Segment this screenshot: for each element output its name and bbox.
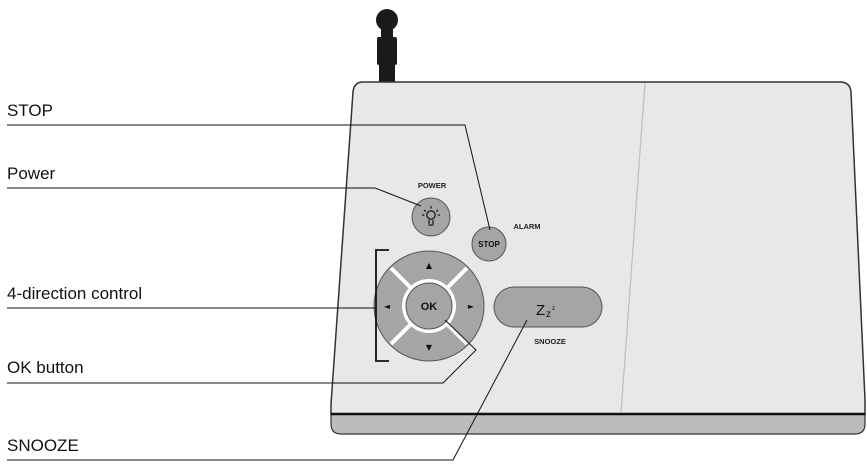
- svg-text:Z: Z: [536, 302, 545, 319]
- arrow-left-icon: ◄: [384, 302, 391, 311]
- snooze-symbol: Z z z: [536, 302, 555, 320]
- arrow-down-icon: ▼: [426, 343, 433, 352]
- svg-text:z: z: [552, 306, 555, 312]
- antenna: [376, 9, 398, 82]
- arrow-up-icon: ▲: [426, 261, 433, 270]
- power-button[interactable]: [411, 197, 451, 237]
- ok-button-label: OK: [421, 301, 438, 313]
- callout-snooze: SNOOZE: [7, 436, 79, 455]
- direction-pad: OK ▲ ▼ ◄ ►: [373, 250, 485, 362]
- snooze-button[interactable]: [493, 286, 603, 328]
- snooze-label: SNOOZE: [534, 337, 566, 346]
- leader-ok: [7, 319, 477, 384]
- alarm-label: ALARM: [513, 222, 540, 231]
- power-bulb-icon: [422, 206, 440, 226]
- leader-snooze: [7, 319, 528, 461]
- leader-stop: [7, 124, 491, 231]
- ok-button[interactable]: [405, 282, 453, 330]
- callout-ok-button: OK button: [7, 358, 84, 377]
- device-body: [330, 81, 866, 415]
- arrow-right-icon: ►: [468, 302, 475, 311]
- callout-stop: STOP: [7, 101, 53, 120]
- panel-divider: [620, 82, 646, 414]
- callout-direction-control: 4-direction control: [7, 284, 143, 303]
- device-base: [330, 413, 866, 435]
- leader-power: [7, 187, 422, 207]
- stop-button-label: STOP: [478, 240, 500, 249]
- direction-bracket: [375, 249, 389, 362]
- callout-power: Power: [7, 164, 56, 183]
- svg-text:z: z: [546, 309, 551, 320]
- power-label: POWER: [418, 181, 447, 190]
